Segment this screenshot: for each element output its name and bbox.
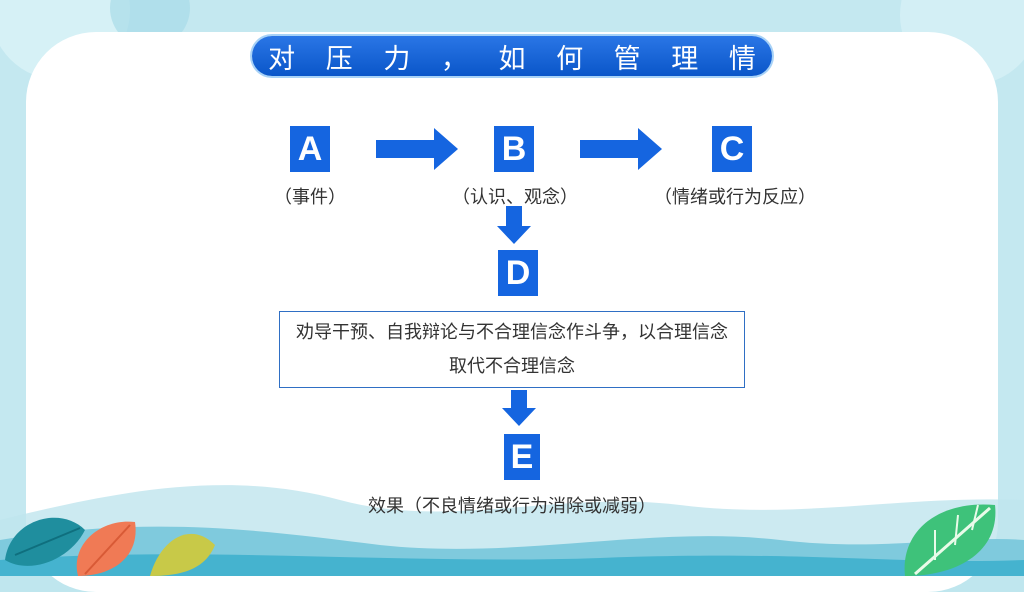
node-c-caption: （情绪或行为反应） xyxy=(654,187,816,208)
leaf-orange-icon xyxy=(76,521,136,576)
node-d-letter: D xyxy=(498,250,538,296)
node-a-letter: A xyxy=(290,126,330,172)
node-d-text: 劝导干预、自我辩论与不合理信念作斗争，以合理信念取代不合理信念 xyxy=(279,311,745,388)
node-b-letter: B xyxy=(494,126,534,172)
leaf-green-icon xyxy=(904,504,996,576)
arrow-right-icon xyxy=(376,128,458,170)
node-e-caption: 效果（不良情绪或行为消除或减弱） xyxy=(368,496,656,517)
node-e-letter: E xyxy=(504,434,540,480)
leaf-teal-icon xyxy=(5,517,85,566)
node-a-caption: （事件） xyxy=(274,187,346,208)
arrow-down-icon xyxy=(497,206,531,244)
node-b-caption: （认识、观念） xyxy=(452,187,578,208)
node-c-letter: C xyxy=(712,126,752,172)
arrow-right-icon xyxy=(580,128,662,170)
bottom-wave-decoration xyxy=(0,504,1024,576)
arrow-down-icon xyxy=(502,390,536,426)
leaf-yellow-icon xyxy=(150,533,215,576)
page-title: 面 对 压 力 ， 如 何 管 理 情 绪 xyxy=(211,36,813,76)
